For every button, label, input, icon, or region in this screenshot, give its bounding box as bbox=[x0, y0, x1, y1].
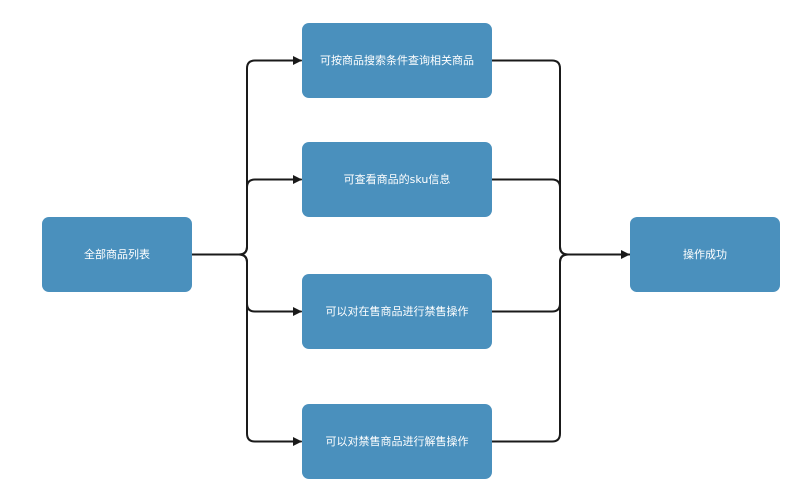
node-box-search bbox=[302, 23, 492, 98]
arrowhead-search bbox=[293, 56, 302, 65]
arrowhead-unban bbox=[293, 437, 302, 446]
arrowhead-success bbox=[621, 250, 630, 259]
node-sku: 可查看商品的sku信息 bbox=[302, 142, 492, 217]
node-box-sku bbox=[302, 142, 492, 217]
node-label-all-products: 全部商品列表 bbox=[84, 247, 150, 261]
arrowhead-ban bbox=[293, 307, 302, 316]
edge-all-products-to-unban bbox=[191, 253, 302, 443]
node-box-ban bbox=[302, 274, 492, 349]
edges-layer bbox=[191, 56, 630, 446]
node-label-ban: 可以对在售商品进行禁售操作 bbox=[326, 304, 469, 318]
node-success: 操作成功 bbox=[630, 217, 780, 292]
node-label-unban: 可以对禁售商品进行解售操作 bbox=[326, 434, 469, 448]
node-all-products: 全部商品列表 bbox=[42, 217, 192, 292]
edge-sku-to-success bbox=[491, 178, 630, 256]
node-unban: 可以对禁售商品进行解售操作 bbox=[302, 404, 492, 479]
node-search: 可按商品搜索条件查询相关商品 bbox=[302, 23, 492, 98]
edge-all-products-to-sku bbox=[191, 178, 302, 256]
node-label-success: 操作成功 bbox=[683, 247, 727, 261]
node-label-sku: 可查看商品的sku信息 bbox=[344, 172, 451, 186]
node-box-unban bbox=[302, 404, 492, 479]
node-ban: 可以对在售商品进行禁售操作 bbox=[302, 274, 492, 349]
edge-unban-to-success bbox=[491, 253, 630, 443]
arrowhead-sku bbox=[293, 175, 302, 184]
nodes-layer: 全部商品列表 可按商品搜索条件查询相关商品可查看商品的sku信息可以对在售商品进行… bbox=[42, 23, 780, 479]
node-box-all-products bbox=[42, 217, 192, 292]
node-label-search: 可按商品搜索条件查询相关商品 bbox=[320, 53, 474, 67]
node-box-success bbox=[630, 217, 780, 292]
